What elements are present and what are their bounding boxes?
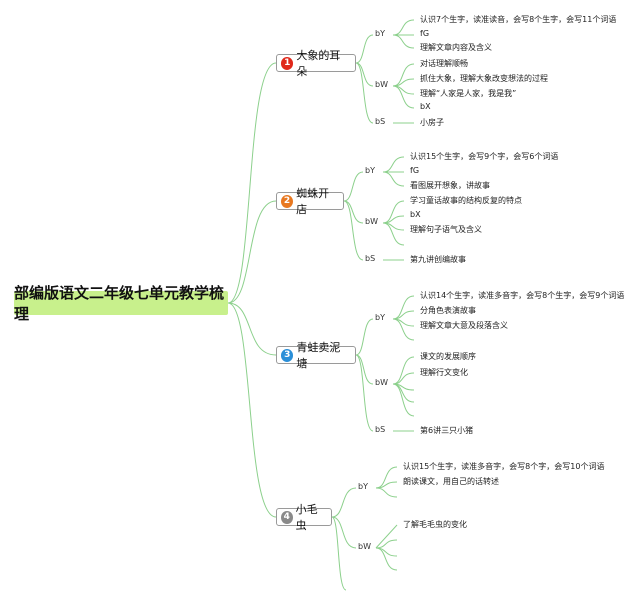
connector-lesson-group [355,34,374,64]
connector-group-leaf [382,156,405,173]
lesson-number-badge: 1 [281,56,294,70]
root-topic[interactable]: 部编版语文二年级七单元教学梳理 [14,284,228,323]
connector-group-empty-branch [375,547,398,571]
leaf-item[interactable]: 了解毛毛虫的变化 [403,520,467,529]
connector-root-lesson [227,302,277,518]
group-tag[interactable]: bY [375,29,385,38]
leaf-item[interactable]: bX [420,102,431,111]
lesson-number-badge: 4 [281,510,293,524]
group-tag[interactable]: bW [358,542,371,551]
group-tag[interactable]: bS [375,425,386,434]
leaf-item[interactable]: 对话理解顺畅 [420,59,468,68]
leaf-item[interactable]: 学习童话故事的结构反复的特点 [410,196,522,205]
connector-root-lesson [227,62,277,304]
connector-lesson-group [331,516,357,549]
connector-lesson-group [355,354,374,385]
group-tag[interactable]: bY [358,482,368,491]
connector-group-leaf [382,200,405,224]
group-tag[interactable]: bS [365,254,376,263]
connector-lesson-group [343,200,364,261]
leaf-item[interactable]: 小房子 [420,118,444,127]
connector-group-empty-branch [392,383,415,403]
connector-lesson-group [355,62,374,124]
leaf-item[interactable]: 认识15个生字，读准多音字，会写8个字，会写10个词语 [403,462,605,471]
lesson-title: 大象的耳朵 [296,49,341,78]
leaf-item[interactable]: fG [420,29,430,38]
leaf-item[interactable]: 认识15个生字，会写9个字，会写6个词语 [410,152,559,161]
connector-group-empty-branch [392,318,415,341]
leaf-item[interactable]: 第九讲创编故事 [410,255,466,264]
leaf-item[interactable]: 分角色表演故事 [420,306,476,315]
group-tag[interactable]: bS [375,117,386,126]
leaf-item[interactable]: 认识14个生字，读准多音字，会写8个生字，会写9个词语 [420,291,625,300]
connector-group-leaf [392,295,415,320]
connector-lesson-empty-branch [331,516,347,591]
connector-group-empty-branch [382,222,405,246]
leaf-item[interactable]: 看图展开想象，讲故事 [410,181,490,190]
leaf-item[interactable]: 理解文章大意及段落含义 [420,321,508,330]
lesson-title: 小毛虫 [295,503,318,532]
connector-group-leaf [392,85,415,109]
lesson-title: 蜘蛛开店 [296,187,330,216]
connector-group-leaf [392,19,415,36]
connector-lesson-group [355,62,374,87]
lesson-number-badge: 3 [281,348,294,362]
group-tag[interactable]: bW [375,378,388,387]
lesson-title: 青蛙卖泥塘 [296,341,341,370]
connector-group-leaf [392,63,415,87]
leaf-item[interactable]: 第6讲三只小猪 [420,426,474,435]
lesson-number-badge: 2 [281,194,294,208]
connector-lesson-group [331,487,357,518]
connector-group-empty-branch [375,487,398,498]
leaf-item[interactable]: 认识7个生字，读准读音，会写8个生字，会写11个词语 [420,15,617,24]
leaf-item[interactable]: 理解“人家是人家，我是我” [420,89,517,98]
connector-group-leaf [392,372,415,385]
leaf-item[interactable]: 课文的发展顺序 [420,352,476,361]
connector-group-leaf [382,171,405,187]
connector-lesson-group [355,354,374,432]
connector-group-leaf [375,524,398,549]
connector-lesson-group [355,318,374,356]
connector-root-lesson [227,200,277,304]
group-tag[interactable]: bY [375,313,385,322]
leaf-item[interactable]: 朗读课文，用自己的话转述 [403,477,499,486]
leaf-item[interactable]: 理解句子语气及含义 [410,225,482,234]
leaf-item[interactable]: 理解行文变化 [420,368,468,377]
connector-lesson-group [343,200,364,224]
connector-lesson-group [343,171,364,202]
leaf-item[interactable]: 理解文章内容及含义 [420,43,492,52]
group-tag[interactable]: bW [375,80,388,89]
connector-group-empty-branch [392,383,415,417]
connector-group-leaf [392,34,415,49]
connector-root-lesson [227,302,277,356]
group-tag[interactable]: bY [365,166,375,175]
leaf-item[interactable]: 抓住大象，理解大象改变想法的过程 [420,74,548,83]
leaf-item[interactable]: bX [410,210,421,219]
group-tag[interactable]: bW [365,217,378,226]
leaf-item[interactable]: fG [410,166,420,175]
connector-group-leaf [392,356,415,385]
